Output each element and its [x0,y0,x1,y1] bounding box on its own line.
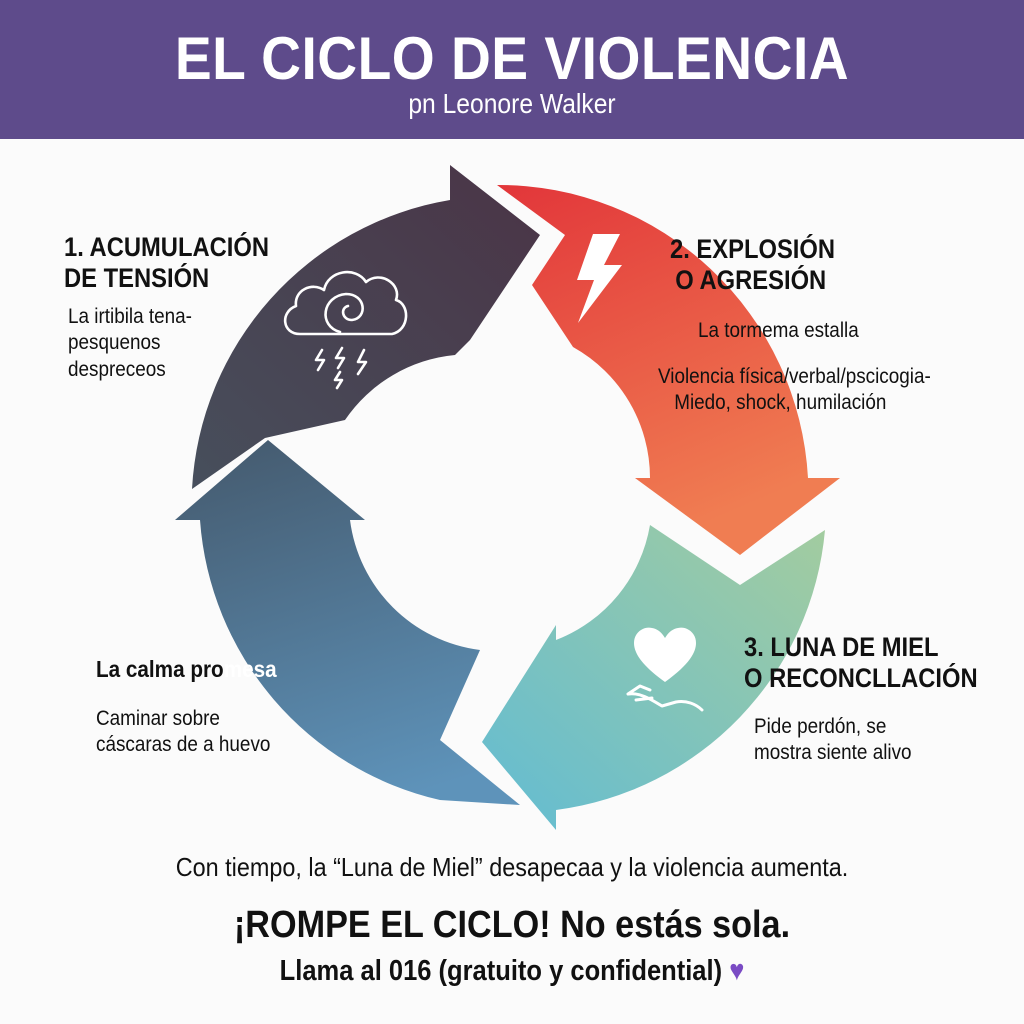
stage-3-title-line2: O RECONCLLACIÓN [744,663,978,694]
stage-3-desc-line: Pide perdón, se [754,715,887,738]
stage-1-desc-line: despreceos [68,357,166,381]
footer-call: Llama al 016 (gratuito y confidential) ♥ [61,955,962,988]
stage-2-title: 2. EXPLOSIÓN O AGRESIÓN [670,234,835,296]
stage-2-desc-line: Miedo, shock, humilación [674,391,887,415]
stage-2-description: Violencia física/verbal/pscicogia- Miedo… [658,364,931,417]
stage-4-desc-line: Caminar sobre [96,707,220,730]
stage-3-description: Pide perdón, se mostra siente alivo [754,714,912,767]
stage-3-arrow [482,525,825,830]
stage-1-description: La irtibila tena- pesquenos despreceos [68,304,192,383]
footer-cta: ¡ROMPE EL CICLO! No estás sola. [233,904,791,946]
stage-3-title-line1: 3. LUNA DE MIEL [744,632,939,662]
stage-4-title: La calma promesa [96,656,277,682]
purple-heart-icon: ♥ [729,955,745,987]
page-subtitle: pn Leonore Walker [408,88,616,119]
stage-1-desc-line: pesquenos [68,331,161,355]
stage-3-desc-line: mostra siente alivo [754,741,912,765]
stage-1-title: 1. ACUMULACIÓN DE TENSIÓN [64,232,269,294]
page-title: EL CICLO DE VIOLENCIA [174,25,850,92]
stage-4-description: Caminar sobre cáscaras de a huevo [96,706,270,759]
stage-1-title-line2: DE TENSIÓN [64,263,210,294]
stage-2-desc-line: Violencia física/verbal/pscicogia- [658,365,931,388]
stage-1-desc-line: La irtibila tena- [68,305,192,328]
helpline-text: Llama al 016 (gratuito y confidential) [279,955,723,987]
header-banner: EL CICLO DE VIOLENCIA pn Leonore Walker [0,0,1024,139]
lightning-bolt-icon [577,234,622,323]
stage-2-title-line1: 2. EXPLOSIÓN [670,234,836,264]
footer-note: Con tiempo, la “Luna de Miel” desapecaa … [175,852,849,882]
stage-4-title-light: mesa [223,656,277,682]
stage-3-title: 3. LUNA DE MIEL O RECONCLLACIÓN [744,632,978,694]
stage-4-desc-line: cáscaras de a huevo [96,733,271,757]
stage-2-desc-heading: La tormema estalla [698,319,859,342]
stage-4-title-dark: La calma pro [96,656,224,682]
stage-1-title-line1: 1. ACUMULACIÓN [64,232,270,262]
stage-2-title-line2: O AGRESIÓN [675,265,827,296]
heart-in-hand-icon [626,627,704,712]
stage-4-arrow [175,440,520,805]
stage-1-arrow [192,165,540,489]
storm-cloud-icon [283,270,408,390]
